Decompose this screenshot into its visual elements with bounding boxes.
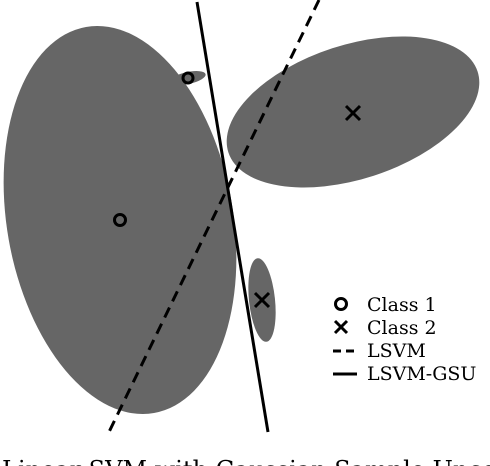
legend-lsvm-gsu-label: LSVM-GSU (367, 363, 476, 385)
cross-marker-icon (344, 104, 362, 122)
ellipse-class1-large (3, 25, 237, 415)
figure-caption: Linear SVM with Gaussian Sample Uncertai… (2, 456, 490, 466)
legend-class1-label: Class 1 (367, 294, 437, 316)
legend-lsvm-label: LSVM (367, 340, 426, 362)
legend-class2-label: Class 2 (367, 317, 437, 339)
legend: Class 1 Class 2 LSVM LSVM-GSU (333, 294, 476, 385)
cross-marker-icon (253, 291, 271, 309)
circle-marker-icon (113, 213, 127, 227)
ellipse-class2-large (226, 36, 480, 188)
ellipse-class1-small (170, 71, 206, 85)
class2-points (253, 104, 362, 309)
class1-points (113, 71, 195, 227)
circle-marker-icon (181, 71, 195, 85)
lsvm-gsu-boundary-line (195, 1, 270, 433)
lsvm-boundary-line (107, 0, 321, 433)
circle-marker-icon (334, 297, 348, 311)
cross-marker-icon (333, 319, 349, 335)
